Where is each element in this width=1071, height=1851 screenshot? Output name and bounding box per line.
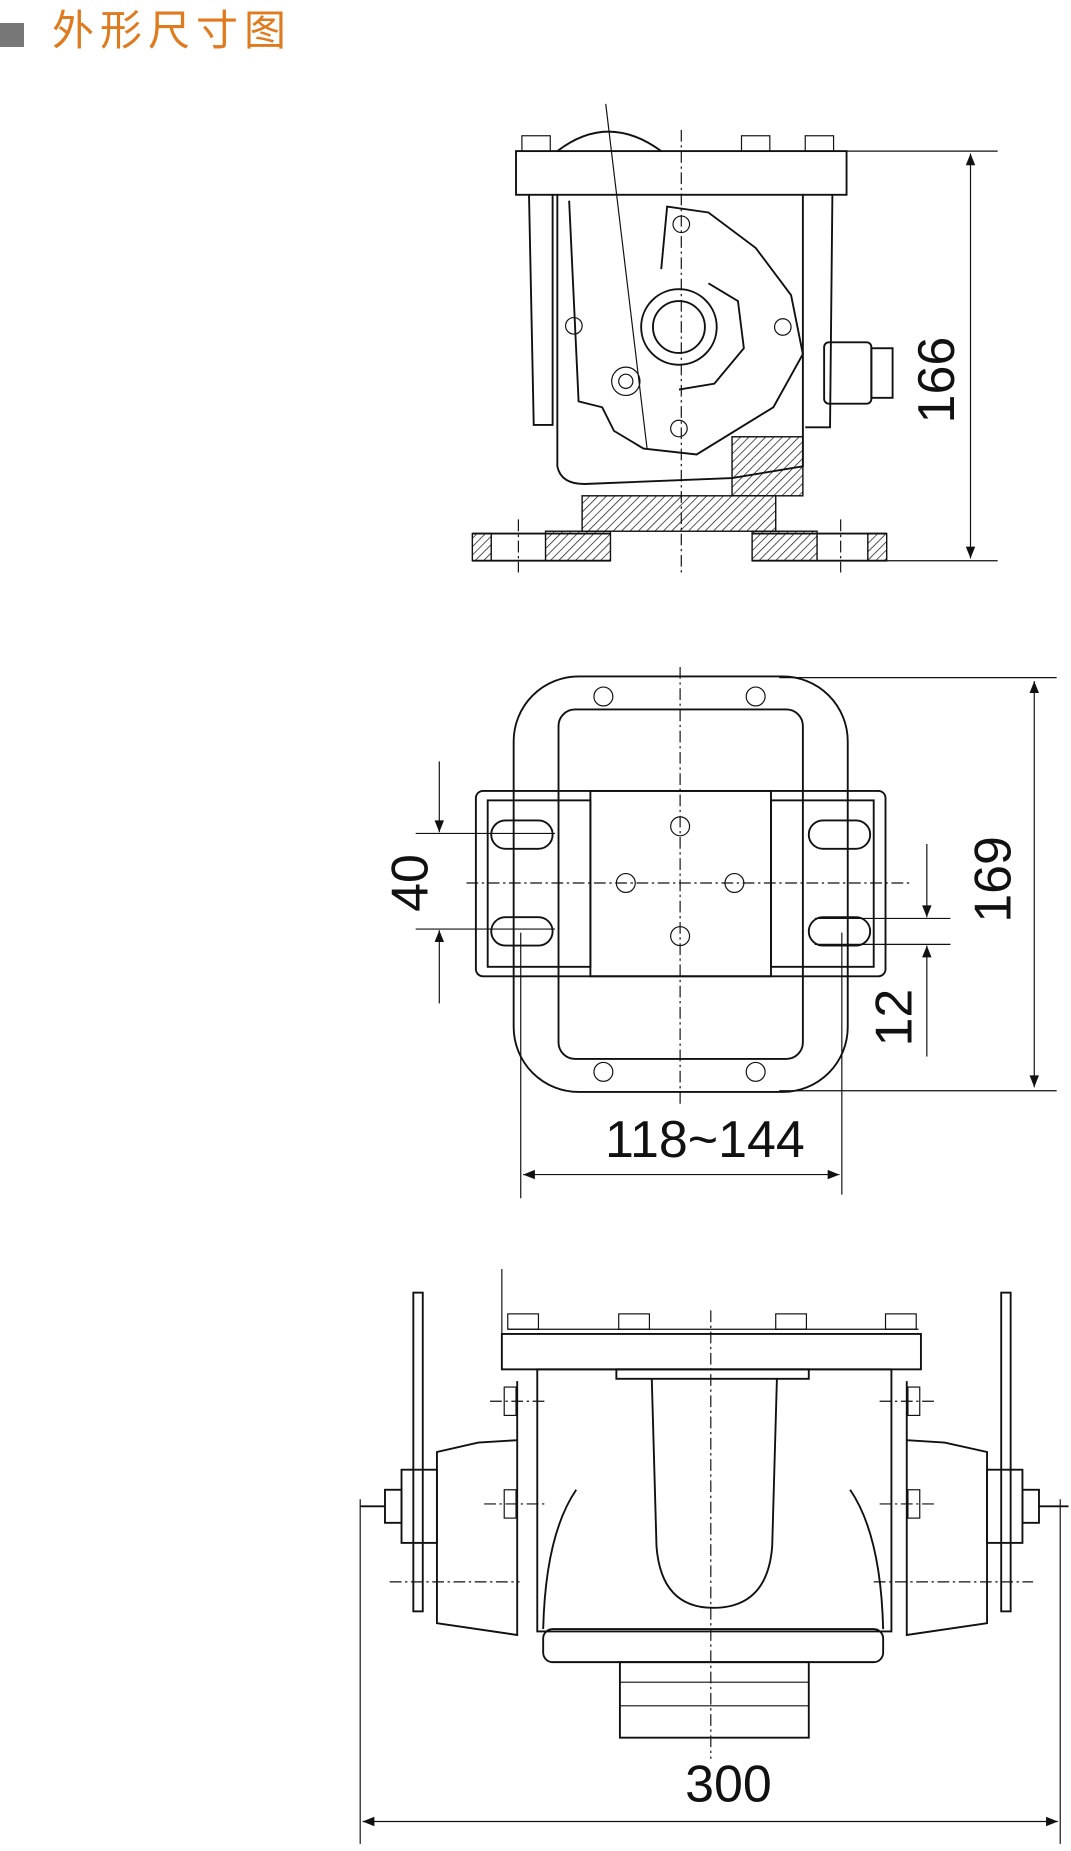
section-heading: 外形尺寸图	[0, 0, 292, 55]
dim-40: 40	[381, 854, 439, 912]
heading-text: 外形尺寸图	[52, 6, 293, 55]
dim-169: 169	[965, 836, 1023, 923]
front-view: 300	[359, 1269, 1069, 1844]
plan-view: 169 40 12 118~144	[381, 666, 1057, 1199]
side-view: 166	[471, 103, 998, 573]
dim-12: 12	[865, 989, 923, 1047]
dim-166: 166	[908, 337, 966, 424]
dim-118-144: 118~144	[605, 1111, 805, 1169]
heading-marker-icon	[0, 22, 24, 47]
dim-300: 300	[685, 1755, 772, 1813]
